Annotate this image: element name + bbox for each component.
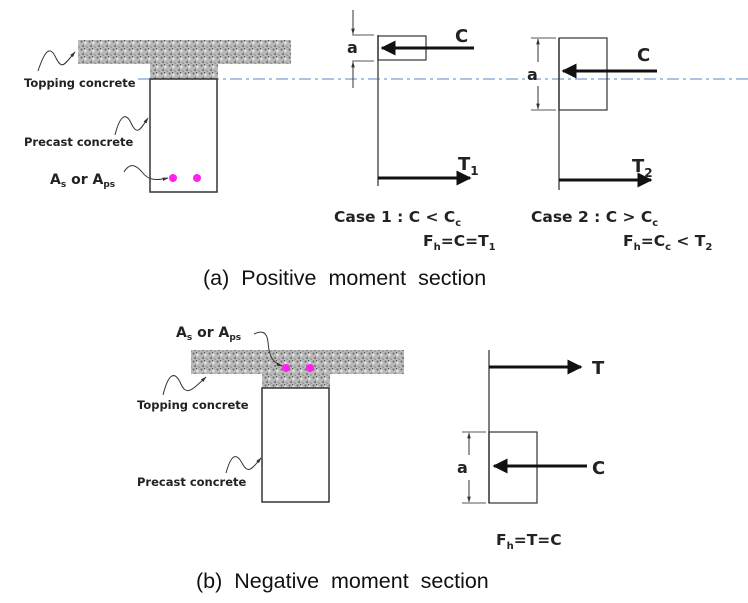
topping-concrete-label: Topping concrete xyxy=(24,76,136,90)
case2-tension-label: T2 xyxy=(632,156,653,180)
rebar-dot xyxy=(282,364,290,372)
case2-compression-label: C xyxy=(637,45,650,66)
topping-leader xyxy=(37,50,76,72)
case2-compression-block xyxy=(558,37,608,111)
precast-concrete-web xyxy=(149,78,218,193)
negative-tension-label: T xyxy=(592,358,605,379)
topping-leader xyxy=(162,375,207,396)
precast-concrete-label: Precast concrete xyxy=(24,135,134,149)
topping-concrete-flange xyxy=(191,350,404,374)
steel-area-label: As or Aps xyxy=(176,325,241,343)
topping-concrete-label: Topping concrete xyxy=(137,398,249,412)
positive-section: Topping concrete Precast concrete As or … xyxy=(24,10,748,290)
case1-condition: Case 1 : C < Cc xyxy=(334,208,461,229)
case1-compression-label: C xyxy=(455,26,468,47)
rebar-dot xyxy=(169,174,177,182)
rebar-dot xyxy=(193,174,201,182)
case2-equation: Fh=Cc < T2 xyxy=(623,232,712,253)
case2-stress-diagram: a C T2 xyxy=(527,37,657,190)
case1-tension-label: T1 xyxy=(458,154,479,178)
negative-equation: Fh=T=C xyxy=(496,531,562,552)
precast-concrete-label: Precast concrete xyxy=(137,475,247,489)
case1-depth-label: a xyxy=(347,38,358,57)
case2-depth-label: a xyxy=(527,65,538,84)
precast-concrete-web xyxy=(261,387,330,503)
steel-leader xyxy=(253,331,283,367)
rebar-dot xyxy=(306,364,314,372)
precast-leader xyxy=(225,456,262,474)
precast-leader xyxy=(114,116,149,136)
topping-concrete-web xyxy=(262,374,330,388)
topping-concrete-flange xyxy=(78,40,291,64)
case1-equation: Fh=C=T1 xyxy=(423,232,496,253)
negative-compression-label: C xyxy=(592,458,605,479)
steel-leader xyxy=(123,165,169,181)
topping-concrete-web xyxy=(150,64,218,79)
negative-depth-label: a xyxy=(457,458,468,477)
case1-stress-diagram: a C T1 xyxy=(347,10,479,186)
steel-area-label: As or Aps xyxy=(50,172,115,190)
negative-caption: (b) Negative moment section xyxy=(196,569,489,593)
negative-section: Topping concrete Precast concrete As or … xyxy=(137,325,605,593)
case2-condition: Case 2 : C > Cc xyxy=(531,208,658,229)
negative-stress-diagram: a T C xyxy=(457,350,605,504)
positive-caption: (a) Positive moment section xyxy=(203,266,486,290)
